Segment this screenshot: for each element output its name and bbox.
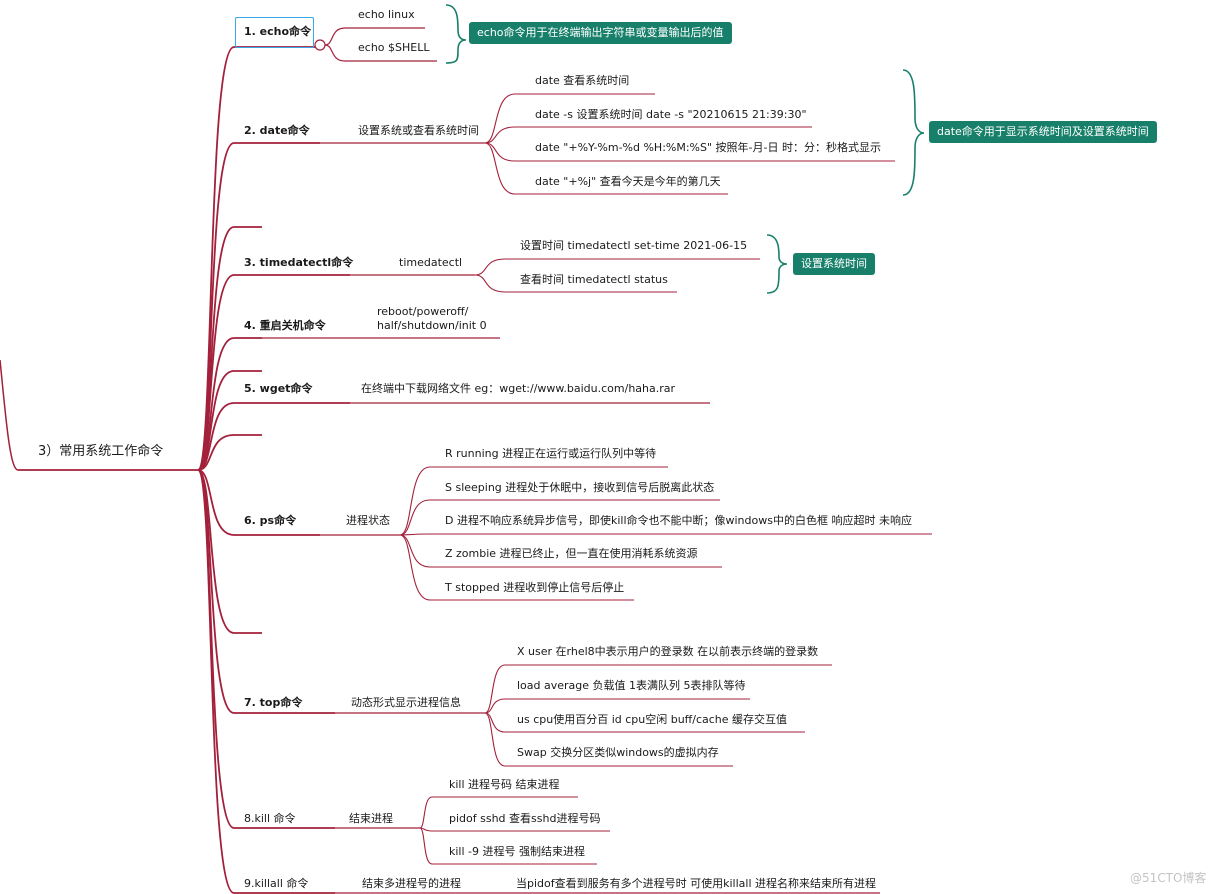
date-child-4[interactable]: date "+%j" 查看今天是今年的第几天 — [535, 175, 721, 188]
collapse-toggle-echo[interactable] — [314, 39, 326, 51]
lv1-curve-10 — [197, 469, 235, 714]
branch-ps[interactable]: 6. ps命令 — [244, 514, 297, 527]
timedatectl-child-1[interactable]: 设置时间 timedatectl set-time 2021-06-15 — [520, 239, 748, 252]
date-summary-callout[interactable]: date命令用于显示系统时间及设置系统时间 — [929, 121, 1157, 143]
branch-wget[interactable]: 5. wget命令 — [244, 382, 313, 395]
top-child-2[interactable]: load average 负载值 1表满队列 5表排队等待 — [517, 679, 746, 692]
kill-mid[interactable]: 结束进程 — [349, 812, 393, 825]
branch-killall[interactable]: 9.killall 命令 — [244, 877, 309, 890]
ps-child-stopped[interactable]: T stopped 进程收到停止信号后停止 — [445, 581, 625, 594]
lv1-curve-12 — [197, 469, 235, 894]
lv1-curve-0 — [197, 46, 235, 471]
wget-mid[interactable]: 在终端中下载网络文件 eg：wget://www.baidu.com/haha.… — [361, 382, 676, 395]
killall-child-1[interactable]: 当pidof查看到服务有多个进程号时 可使用killall 进程名称来结束所有进… — [516, 877, 877, 890]
reboot-mid-line2[interactable]: half/shutdown/init 0 — [377, 319, 487, 332]
top-curve-0 — [484, 664, 506, 714]
lv1-curve-6 — [197, 402, 235, 471]
top-curve-1 — [484, 698, 506, 714]
tdc-curve-1 — [474, 274, 506, 293]
echo-summary-callout[interactable]: echo命令用于在终端输出字符串或变量输出后的值 — [469, 22, 732, 44]
branch-top[interactable]: 7. top命令 — [244, 696, 303, 709]
echo-child-shell[interactable]: echo $SHELL — [358, 41, 430, 54]
timedatectl-summary-callout[interactable]: 设置系统时间 — [793, 253, 875, 275]
ps-curve-3 — [399, 534, 431, 568]
top-child-3[interactable]: us cpu使用百分百 id cpu空闲 buff/cache 缓存交互值 — [517, 713, 788, 726]
branch-reboot[interactable]: 4. 重启关机命令 — [244, 319, 326, 332]
lv1-curve-5 — [197, 370, 235, 471]
ps-child-running[interactable]: R running 进程正在运行或运行队列中等待 — [445, 447, 657, 460]
date-curve-3 — [484, 142, 516, 195]
top-child-4[interactable]: Swap 交换分区类似windows的虚拟内存 — [517, 746, 719, 759]
top-curve-3 — [484, 712, 506, 767]
ps-curve-0 — [399, 466, 431, 536]
echo-child-linux[interactable]: echo linux — [358, 8, 415, 21]
kill-curve-2 — [419, 827, 433, 865]
tdc-brace — [766, 234, 788, 294]
kill-child-1[interactable]: kill 进程号码 结束进程 — [449, 778, 560, 791]
ps-curve-4 — [399, 534, 431, 601]
date-child-1[interactable]: date 查看系统时间 — [535, 74, 630, 87]
lv1-curve-2 — [197, 226, 235, 471]
kill-child-2[interactable]: pidof sshd 查看sshd进程号码 — [449, 812, 601, 825]
top-mid[interactable]: 动态形式显示进程信息 — [351, 696, 461, 709]
branch-timedatectl[interactable]: 3. timedatectl命令 — [244, 256, 354, 269]
watermark: @51CTO博客 — [1130, 871, 1207, 885]
echo-curve-0 — [324, 27, 346, 46]
kill-curve-0 — [419, 796, 433, 829]
branch-kill[interactable]: 8.kill 命令 — [244, 812, 296, 825]
tdc-curve-0 — [474, 258, 506, 276]
killall-mid[interactable]: 结束多进程号的进程 — [362, 877, 461, 890]
lv1-curve-7 — [197, 434, 235, 471]
date-child-2[interactable]: date -s 设置系统时间 date -s "20210615 21:39:3… — [535, 108, 807, 121]
timedatectl-mid[interactable]: timedatectl — [399, 256, 463, 269]
ps-child-sleeping[interactable]: S sleeping 进程处于休眠中，接收到信号后脱离此状态 — [445, 481, 715, 494]
echo-curve-1 — [324, 44, 346, 62]
branch-echo[interactable]: 1. echo命令 — [244, 25, 312, 38]
echo-brace — [445, 4, 467, 64]
ps-curve-1 — [399, 499, 431, 536]
selection-highlight — [235, 17, 314, 48]
root-left-stub — [0, 359, 19, 471]
date-curve-1 — [484, 126, 516, 144]
date-curve-0 — [484, 93, 516, 144]
top-child-1[interactable]: X user 在rhel8中表示用户的登录数 在以前表示终端的登录数 — [517, 645, 819, 658]
reboot-mid-line1[interactable]: reboot/poweroff/ — [377, 305, 469, 318]
ps-curve-2 — [399, 533, 431, 536]
lv1-curve-8 — [197, 469, 235, 536]
ps-child-d[interactable]: D 进程不响应系统异步信号，即使kill命令也不能中断；像windows中的白色… — [445, 514, 912, 527]
ps-child-zombie[interactable]: Z zombie 进程已终止，但一直在使用消耗系统资源 — [445, 547, 698, 560]
ps-mid[interactable]: 进程状态 — [346, 514, 390, 527]
timedatectl-child-2[interactable]: 查看时间 timedatectl status — [520, 273, 668, 286]
date-brace — [902, 69, 925, 196]
date-mid[interactable]: 设置系统或查看系统时间 — [358, 124, 479, 137]
root-node[interactable]: 3）常用系统工作命令 — [38, 444, 164, 459]
kill-child-3[interactable]: kill -9 进程号 强制结束进程 — [449, 845, 585, 858]
branch-date[interactable]: 2. date命令 — [244, 124, 310, 137]
date-child-3[interactable]: date "+%Y-%m-%d %H:%M:%S" 按照年-月-日 时：分：秒格… — [535, 141, 881, 154]
